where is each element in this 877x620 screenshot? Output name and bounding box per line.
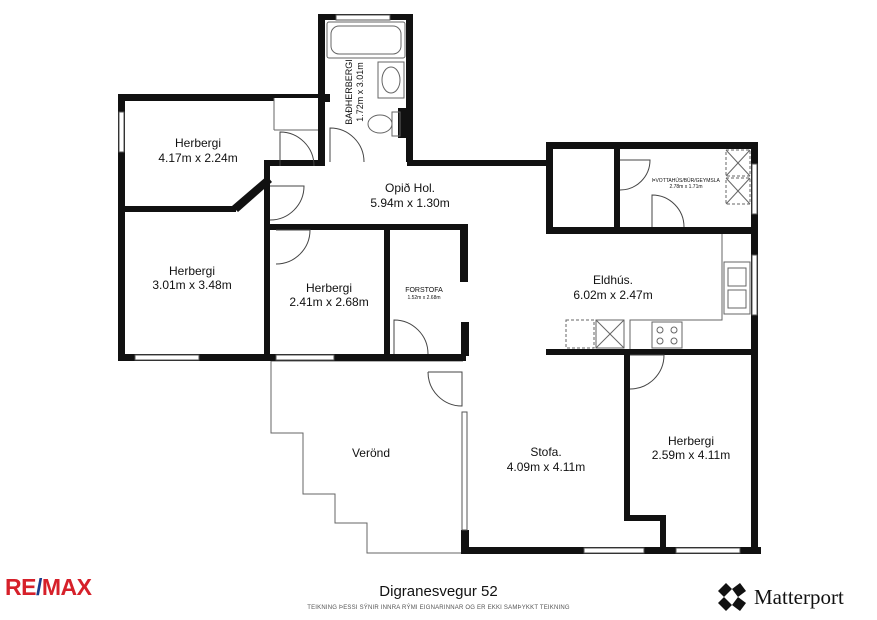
room-name-herbergi-4: Herbergi	[668, 434, 714, 448]
matterport-logo-icon	[718, 583, 746, 611]
door-swing-icon	[393, 319, 429, 355]
room-name-forstofa: FORSTOFA	[405, 287, 443, 294]
windows	[118, 14, 758, 554]
door-swing-icon	[651, 194, 685, 228]
remax-logo-slash: /	[35, 574, 42, 600]
window-icon	[275, 354, 335, 361]
remax-logo: RE/MAX	[5, 574, 92, 601]
matterport-wordmark: Matterport	[754, 584, 844, 609]
bathtub-icon	[326, 21, 406, 59]
door-swing-icon	[279, 131, 315, 167]
toilet-icon	[367, 111, 401, 137]
room-name-herbergi-1: Herbergi	[175, 136, 221, 150]
door-swing-icon	[275, 229, 311, 265]
room-name-badherbergi: BAÐHERBERGI	[344, 59, 354, 125]
room-dim-herbergi-4: 2.59m x 4.11m	[652, 448, 730, 462]
room-dim-thvottahus: 2.78m x 1.71m	[669, 184, 702, 190]
room-name-thvottahus: ÞVOTTAHÚS/BÚR/GEYMSLA	[652, 177, 720, 184]
room-dim-herbergi-2: 3.01m x 3.48m	[152, 278, 231, 292]
room-name-verond: Verönd	[352, 446, 390, 460]
doors	[269, 98, 685, 407]
room-dim-forstofa: 1.52m x 2.68m	[407, 295, 440, 301]
door-swing-icon	[269, 185, 305, 221]
room-dim-badherbergi: 1.72m x 3.01m	[355, 62, 365, 122]
drawing-disclaimer: TEIKNING ÞESSI SÝNIR INNRA RÝMI EIGNARIN…	[307, 605, 570, 611]
room-name-stofa: Stofa.	[530, 445, 561, 459]
stove-icon	[651, 321, 683, 349]
room-dim-eldhus: 6.02m x 2.47m	[573, 288, 652, 302]
room-name-herbergi-3: Herbergi	[306, 281, 352, 295]
kitchen-sink-icon	[723, 261, 751, 315]
room-labels: Herbergi 4.17m x 2.24m Herbergi 3.01m x …	[152, 59, 730, 474]
door-swing-icon	[629, 354, 665, 390]
room-dim-herbergi-3: 2.41m x 2.68m	[289, 295, 368, 309]
remax-logo-part1: RE	[5, 574, 36, 600]
window-icon	[335, 14, 391, 21]
window-icon	[583, 547, 645, 554]
appliance-boxes	[565, 149, 751, 349]
room-name-herbergi-2: Herbergi	[169, 264, 215, 278]
sink-icon	[377, 61, 405, 99]
room-dim-herbergi-1: 4.17m x 2.24m	[158, 151, 237, 165]
window-icon	[461, 411, 468, 531]
door-swing-icon	[427, 371, 463, 407]
fixtures	[326, 21, 751, 349]
room-name-eldhus: Eldhús.	[593, 273, 633, 287]
window-icon	[675, 547, 741, 554]
room-dim-stofa: 4.09m x 4.11m	[507, 460, 585, 474]
remax-logo-part2: MAX	[41, 574, 92, 600]
window-icon	[118, 111, 125, 153]
room-name-opid-hol: Opið Hol.	[385, 181, 435, 195]
room-dim-opid-hol: 5.94m x 1.30m	[370, 196, 449, 210]
window-icon	[751, 163, 758, 215]
door-swing-icon	[329, 127, 365, 163]
door-swing-icon	[619, 159, 651, 191]
window-icon	[134, 354, 200, 361]
property-address: Digranesvegur 52	[379, 583, 498, 600]
kitchen-counter	[629, 234, 723, 349]
window-icon	[751, 254, 758, 316]
matterport-logo: Matterport	[716, 580, 844, 614]
